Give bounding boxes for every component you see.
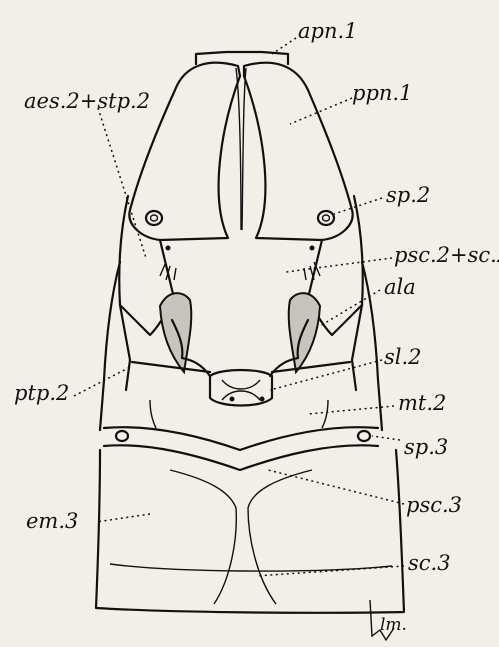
- ptp2-left: [100, 262, 120, 430]
- label-sp2: sp.2: [386, 183, 430, 207]
- label-psc2-sc2: psc.2+sc.2: [394, 243, 499, 267]
- label-ppn1: ppn.1: [352, 81, 412, 105]
- leader-psc2: [286, 258, 392, 272]
- sp2-left-inner: [151, 215, 158, 221]
- label-ptp2: ptp.2: [14, 381, 69, 405]
- leader-psc3: [268, 470, 404, 504]
- label-em3: em.3: [26, 509, 78, 533]
- ptp2-right: [362, 262, 382, 430]
- sp2-right-inner: [323, 215, 330, 221]
- label-psc3: psc.3: [406, 493, 462, 517]
- leader-apn1: [272, 38, 296, 54]
- ptp2-right-inner: [352, 305, 362, 390]
- mt2-folds: [150, 400, 328, 428]
- label-sp3: sp.3: [404, 435, 448, 459]
- sp2-right: [318, 211, 334, 225]
- psc3-outline-right: [248, 470, 312, 604]
- label-ala: ala: [384, 275, 416, 299]
- label-aes2-stp2: aes.2+stp.2: [24, 89, 150, 113]
- midline-right: [242, 68, 246, 230]
- sc3-line: [110, 564, 392, 571]
- leader-em3: [96, 514, 150, 522]
- sp3-right: [358, 431, 370, 441]
- seta-right-1: [310, 246, 315, 251]
- seta-left-1: [166, 246, 171, 251]
- sp3-left: [116, 431, 128, 441]
- ppn1-right-lobe: [244, 63, 353, 240]
- sl2-dot-right: [260, 397, 265, 402]
- label-sc3: sc.3: [408, 551, 451, 575]
- label-scale: lm.: [380, 615, 407, 635]
- label-sl2: sl.2: [384, 345, 422, 369]
- sl2-cross: [222, 380, 260, 400]
- midline-left: [236, 68, 241, 230]
- label-mt2: mt.2: [398, 391, 446, 415]
- ptp2-left-inner: [120, 305, 130, 390]
- leader-sp3: [372, 436, 400, 440]
- sl2-dot-left: [230, 397, 235, 402]
- label-apn1: apn.1: [298, 19, 358, 43]
- psc3-outline: [170, 470, 236, 604]
- sp2-left: [146, 211, 162, 225]
